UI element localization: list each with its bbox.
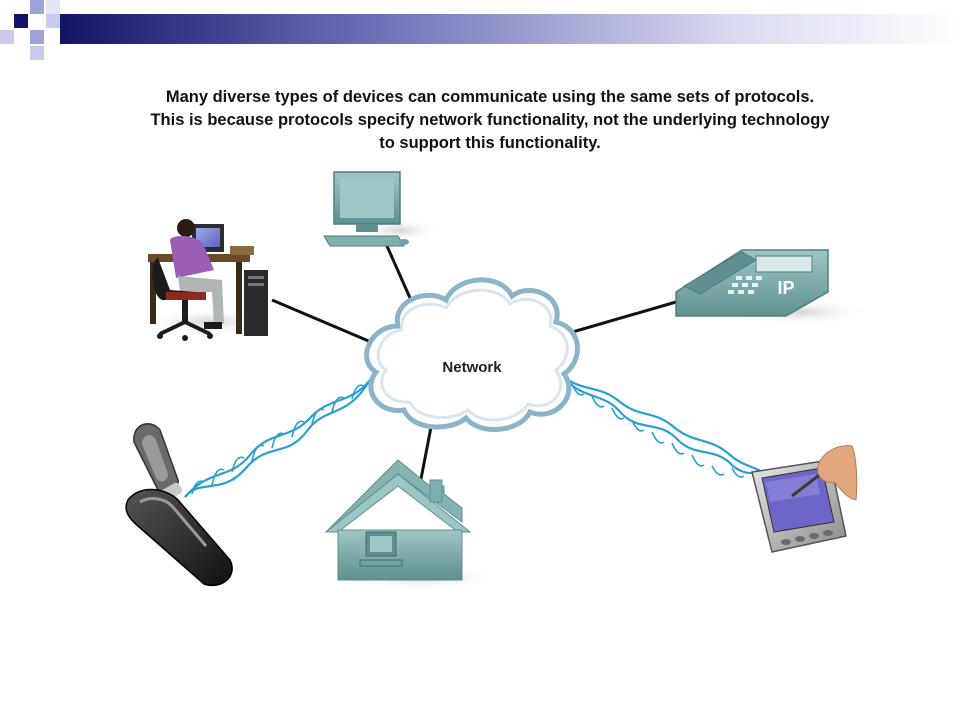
wireless-link-pda [564,377,766,478]
caption-line-1: Many diverse types of devices can commun… [165,88,815,106]
network-cloud: Network [364,277,580,432]
header-square [0,30,14,44]
desk-leg [150,262,156,324]
header-square [30,0,44,14]
header-square [46,14,60,28]
desk-leg [236,262,242,334]
desk-box [230,246,254,255]
header-square [30,30,44,44]
workstation-with-user [140,219,280,341]
tower-drive [248,276,264,279]
desktop-stand [356,224,378,232]
caption-line-2: This is because protocols specify networ… [150,111,830,129]
home-computer-screen [370,536,392,552]
header-square [14,14,28,28]
ip-phone-keypad [728,276,762,294]
header-square [30,46,44,60]
mobile-phone [125,423,233,587]
user-body [170,236,214,278]
hand-holding-stylus [817,445,858,501]
home-computer-keyboard [359,559,403,567]
user-legs [178,276,224,324]
wireless-link-mobile [184,379,371,498]
desktop-mouse [399,239,409,245]
ip-phone: IP [675,249,870,326]
computer-tower [244,270,268,336]
network-label: Network [442,359,502,376]
chair-base [159,319,211,336]
mobile-phone-screen [142,435,168,482]
home-house [324,459,500,590]
tower-drive [248,283,264,286]
link-workstation [271,298,379,347]
desktop-screen [340,178,394,218]
desktop-keyboard [323,235,405,247]
desktop-computer [323,171,440,247]
mobile-phone-highlight [139,497,208,547]
ip-phone-display [755,255,813,273]
user-head [177,219,195,237]
pda-screen-glare [766,474,820,502]
monitor-screen [196,228,220,247]
ip-phone-label: IP [777,278,794,298]
chair-stem [182,300,188,322]
office-chair [152,258,196,300]
user-shoe [204,322,222,329]
caption-line-3: to support this functionality. [379,134,601,152]
pda-buttons [781,530,833,545]
slide-caption: Many diverse types of devices can commun… [120,86,860,155]
pda-device [751,445,858,553]
chair-seat [166,292,206,300]
home-chimney [429,479,443,503]
header-gradient-strip [60,14,960,44]
header-square [46,0,60,14]
link-home [418,421,434,485]
home-walls [337,529,463,581]
mobile-phone-body [125,488,233,587]
header-bar [0,0,960,60]
